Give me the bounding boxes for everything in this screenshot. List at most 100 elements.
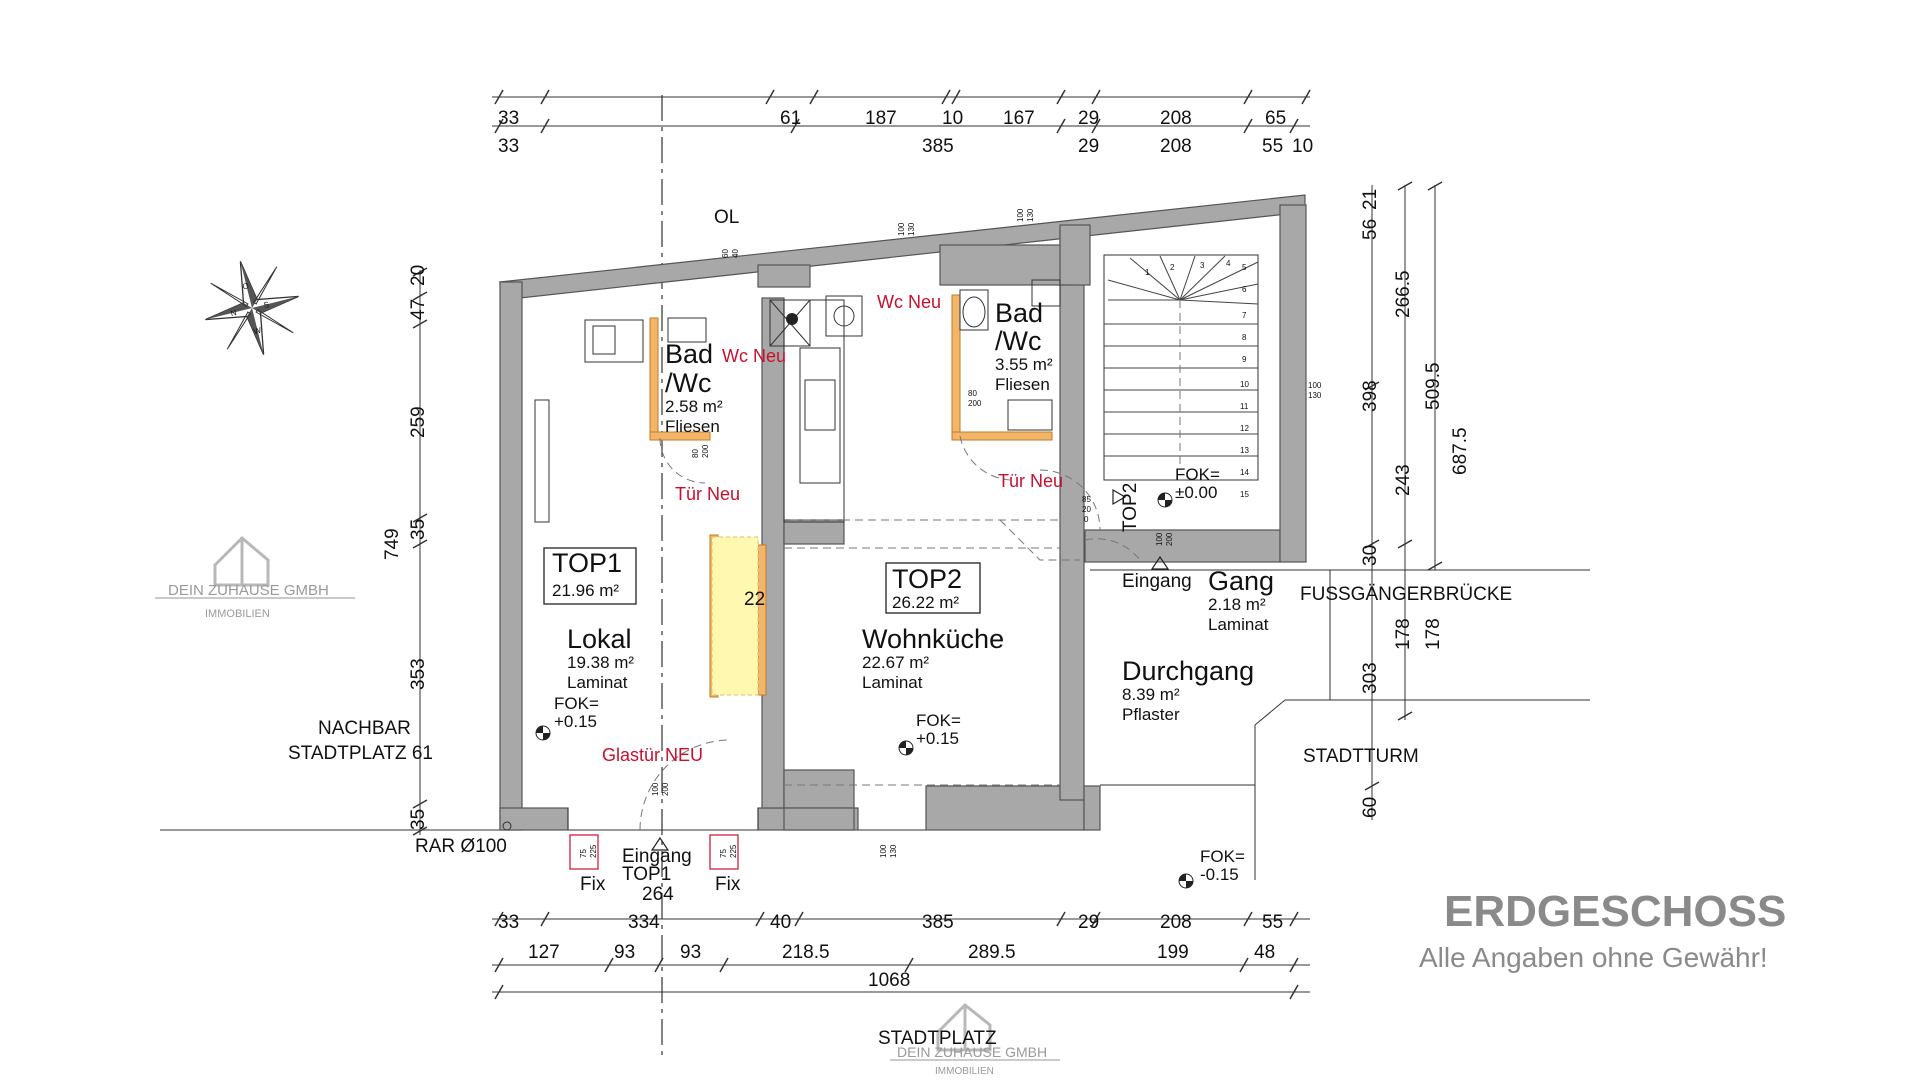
dim-top-r1-5: 167 — [1003, 108, 1035, 129]
dim-right-3: 266.5 — [1393, 270, 1414, 318]
plan-title: ERDGESCHOSS — [1444, 887, 1786, 936]
fix-left-label: Fix — [580, 874, 606, 895]
watermark-company-left: DEIN ZUHAUSE GMBH — [168, 582, 329, 599]
dim-bottom-r2-5: 289.5 — [968, 942, 1016, 963]
label-nachbar: NACHBAR — [318, 718, 411, 739]
dim-bottom-r2-4: 218.5 — [782, 942, 830, 963]
dim-bottom-r2-2: 93 — [614, 942, 635, 963]
door-entry-a: 100 — [651, 782, 660, 796]
stair-step-15: 15 — [1240, 490, 1249, 499]
dimension-lines — [412, 89, 1443, 1000]
top1-room-area: 19.38 m² — [567, 653, 634, 672]
door-bad2-b: 200 — [968, 399, 982, 408]
door-top2-c: 0 — [1084, 515, 1089, 524]
window-front-b: 130 — [889, 844, 898, 858]
watermark-company-bottom: DEIN ZUHAUSE GMBH — [897, 1044, 1047, 1060]
stair-step-7: 7 — [1242, 311, 1247, 320]
fix-windows — [567, 808, 759, 870]
dim-right-11: 303 — [1360, 662, 1381, 694]
top2-fok-label: FOK= — [916, 711, 961, 730]
fix-left-a: 75 — [579, 849, 588, 858]
top2-fok-value: +0.15 — [916, 729, 959, 748]
eingang-top2: Eingang — [1122, 571, 1192, 592]
dim-right-5: 243 — [1393, 464, 1414, 496]
door-bad1-a: 80 — [691, 449, 700, 458]
bad2-floor: Fliesen — [995, 375, 1050, 394]
top1-unit-label: TOP1 — [552, 548, 622, 578]
bad1-name-line1: Bad — [665, 339, 713, 369]
new-partitions — [649, 294, 1053, 698]
watermark-tagline-bottom: IMMOBILIEN — [935, 1066, 994, 1077]
dim-bottom-r2-7: 48 — [1254, 942, 1275, 963]
dim-right-6: 509.5 — [1423, 362, 1444, 410]
opening-right-a: 100 — [1308, 381, 1322, 390]
gang-floor: Laminat — [1208, 615, 1269, 634]
dim-left-2: 20 — [408, 265, 429, 286]
dim-bottom-r2-6: 199 — [1157, 942, 1189, 963]
dim-top-r2-4: 208 — [1160, 136, 1192, 157]
gang-area: 2.18 m² — [1208, 595, 1266, 614]
fix-left-b: 225 — [589, 844, 598, 858]
plan-subtitle: Alle Angaben ohne Gewähr! — [1419, 942, 1768, 973]
entry-marker-top2-vertical — [1112, 488, 1127, 506]
stair-fok-value: ±0.00 — [1175, 483, 1217, 502]
dim-top-r1-4: 10 — [942, 108, 963, 129]
eingang-top1-line2: TOP1 — [622, 864, 671, 885]
door-bad2-a: 80 — [968, 389, 977, 398]
dim-bottom-r1-8: 55 — [1262, 912, 1283, 933]
top1-unit-box — [543, 547, 637, 605]
level-markers — [535, 492, 1194, 889]
gang-name: Gang — [1208, 566, 1274, 596]
top1-fok-label: FOK= — [554, 694, 599, 713]
note-wc-neu-right: Wc Neu — [877, 292, 941, 312]
stair-step-14: 14 — [1240, 468, 1249, 477]
staircase: 1 2 3 4 5 6 7 8 9 10 11 12 13 14 15 — [1103, 254, 1259, 499]
stair-step-6: 6 — [1242, 285, 1247, 294]
fix-right-a: 75 — [719, 849, 728, 858]
dim-top-r1-3: 187 — [865, 108, 897, 129]
bad2-name-line2: /Wc — [995, 326, 1042, 356]
window-front-a: 100 — [879, 844, 888, 858]
label-stadtplatz: STADTPLATZ — [878, 1028, 997, 1049]
fok-outside-label: FOK= — [1200, 847, 1245, 866]
watermark-logo-bottom: DEIN ZUHAUSE GMBH IMMOBILIEN — [890, 1002, 1060, 1077]
dim-top-r1-2: 61 — [780, 108, 801, 129]
note-wc-neu-left: Wc Neu — [722, 346, 786, 366]
stair-step-10: 10 — [1240, 380, 1249, 389]
top2-unit-box — [885, 562, 981, 614]
bad1-area: 2.58 m² — [665, 397, 723, 416]
dim-right-7: 687.5 — [1450, 427, 1471, 475]
dim-left-1: 47 — [408, 299, 429, 320]
door-bad1-b: 200 — [701, 444, 710, 458]
dim-top-r2-1: 33 — [498, 136, 519, 157]
fix-right-b: 225 — [729, 844, 738, 858]
stair-step-5: 5 — [1242, 263, 1247, 272]
stair-step-8: 8 — [1242, 333, 1247, 342]
opening-ol-b: 40 — [731, 249, 740, 258]
stair-step-2: 2 — [1170, 263, 1175, 272]
dim-top-r1-8: 65 — [1265, 108, 1286, 129]
bad1-floor: Fliesen — [665, 417, 720, 436]
top2-unit-label: TOP2 — [892, 564, 962, 594]
bad2-name-line1: Bad — [995, 298, 1043, 328]
stair-step-4: 4 — [1226, 259, 1231, 268]
stair-step-11: 11 — [1240, 402, 1249, 411]
note-tuer-neu-right: Tür Neu — [998, 471, 1063, 491]
dim-top-r1-1: 33 — [498, 108, 519, 129]
label-ol: OL — [714, 207, 739, 228]
label-stadtturm: STADTTURM — [1303, 746, 1419, 767]
bad2-area: 3.55 m² — [995, 355, 1053, 374]
opening-top2-a: 100 — [1016, 208, 1025, 222]
stair-step-9: 9 — [1242, 355, 1247, 364]
top2-vertical-label: TOP2 — [1120, 483, 1141, 532]
dim-right-10: 178 — [1423, 618, 1444, 650]
walls — [498, 194, 1307, 831]
door-top2-b: 20 — [1082, 505, 1091, 514]
fix-right-label: Fix — [715, 874, 741, 895]
opening-ol-a: 60 — [721, 249, 730, 258]
top2-room-area: 22.67 m² — [862, 653, 929, 672]
dim-bottom-r1-6: 29 — [1078, 912, 1099, 933]
stair-step-12: 12 — [1240, 424, 1249, 433]
watermark-tagline-left: IMMOBILIEN — [205, 608, 270, 620]
